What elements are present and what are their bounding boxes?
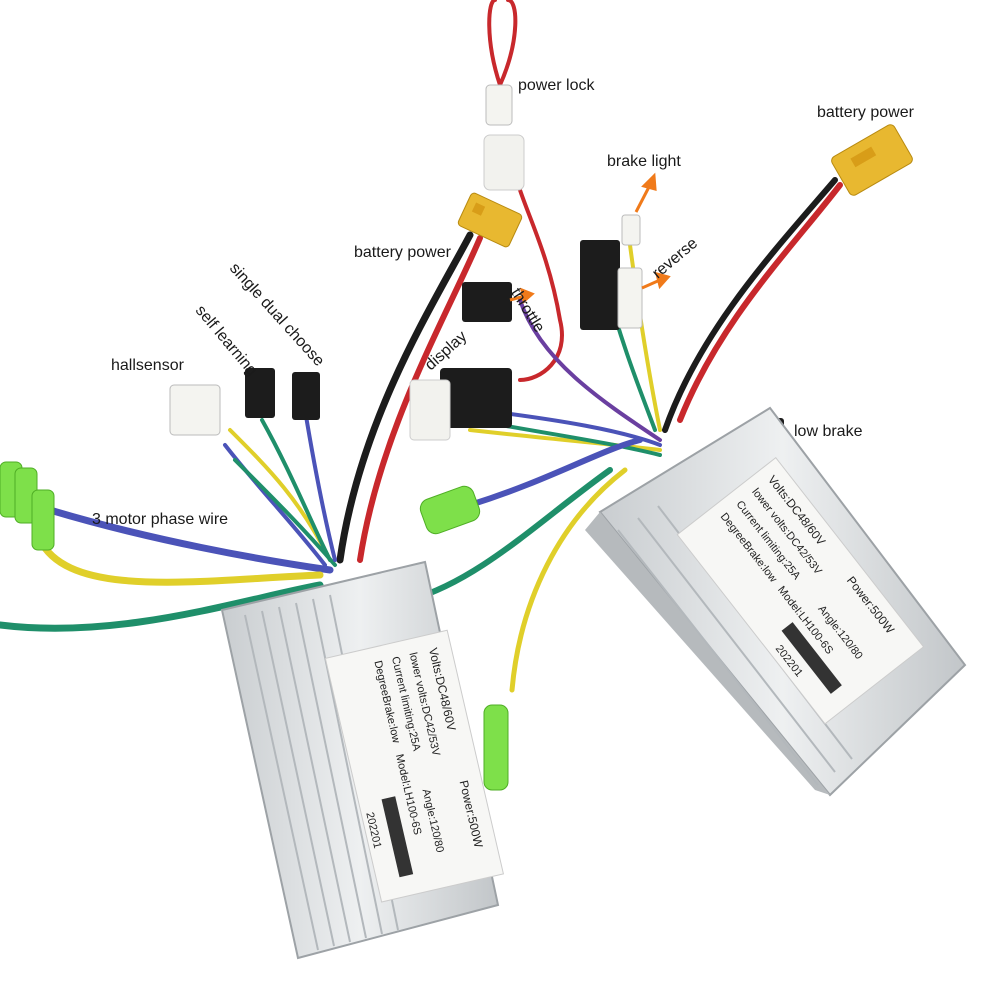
phase-wire-yellow — [36, 536, 324, 586]
label-power-lock: power lock — [518, 77, 595, 94]
brake-light-arrow — [634, 172, 657, 213]
label-hallsensor: hallsensor — [111, 357, 184, 374]
phase-wire-blue — [46, 506, 334, 574]
annotation-arrows — [509, 172, 671, 304]
display-connector — [440, 368, 512, 428]
label-low-brake: low brake — [794, 423, 863, 440]
controller-right-side — [585, 512, 830, 795]
hall-wire-green — [233, 458, 337, 567]
terminal-yellow-lead — [483, 704, 509, 791]
wire-harness — [0, 0, 843, 693]
phase-wire-green — [0, 581, 324, 632]
power-lock-sleeve — [483, 134, 525, 191]
xt60-connector-right — [831, 124, 913, 196]
label-battery-power-center: battery power — [354, 244, 451, 261]
controller-right-plate — [676, 456, 925, 725]
self-learning-wire — [260, 418, 332, 562]
power-lock-connector — [485, 84, 513, 126]
hallsensor-connector — [169, 384, 221, 436]
controller-right-barcode — [781, 622, 842, 694]
controller-left-plate — [324, 629, 505, 903]
green-lead-wire — [407, 467, 613, 603]
single-dual-wire — [303, 408, 337, 562]
bundle-wire-purple — [518, 298, 662, 442]
controller-left: Volts:DC48/60V Power:500W lower volts:DC… — [220, 560, 505, 960]
terminal-blue-lead — [419, 485, 481, 535]
display-connector-sleeve — [409, 379, 451, 441]
throttle-connector — [462, 282, 512, 322]
throttle-arrow — [509, 287, 535, 304]
battery-right-red-wire — [677, 182, 843, 423]
label-motor-phase-wire: 3 motor phase wire — [92, 511, 229, 528]
battery-right-black-wire — [662, 177, 838, 433]
brake-connector-black — [580, 240, 620, 330]
power-lock-wire — [487, 0, 518, 87]
xt60-connector-center — [457, 192, 523, 248]
terminal-3 — [31, 489, 55, 551]
brake-light-connector — [621, 214, 641, 246]
controller-left-barcode — [381, 796, 414, 878]
power-lock-lead — [518, 188, 564, 382]
battery-center-black-wire — [336, 231, 474, 564]
reverse-connector — [617, 267, 643, 329]
reverse-arrow — [641, 271, 671, 290]
connectors — [169, 84, 913, 448]
bundle-wire-yellow — [468, 428, 662, 452]
controller-right: Volts:DC48/60V Power:500W lower volts:DC… — [585, 406, 967, 797]
label-battery-power-right: battery power — [817, 104, 914, 121]
label-brake-light: brake light — [607, 153, 681, 170]
single-dual-connector — [292, 372, 320, 420]
yellow-lead-wire — [509, 467, 628, 693]
blue-lead-wire — [467, 437, 643, 508]
self-learning-connector — [245, 368, 275, 418]
